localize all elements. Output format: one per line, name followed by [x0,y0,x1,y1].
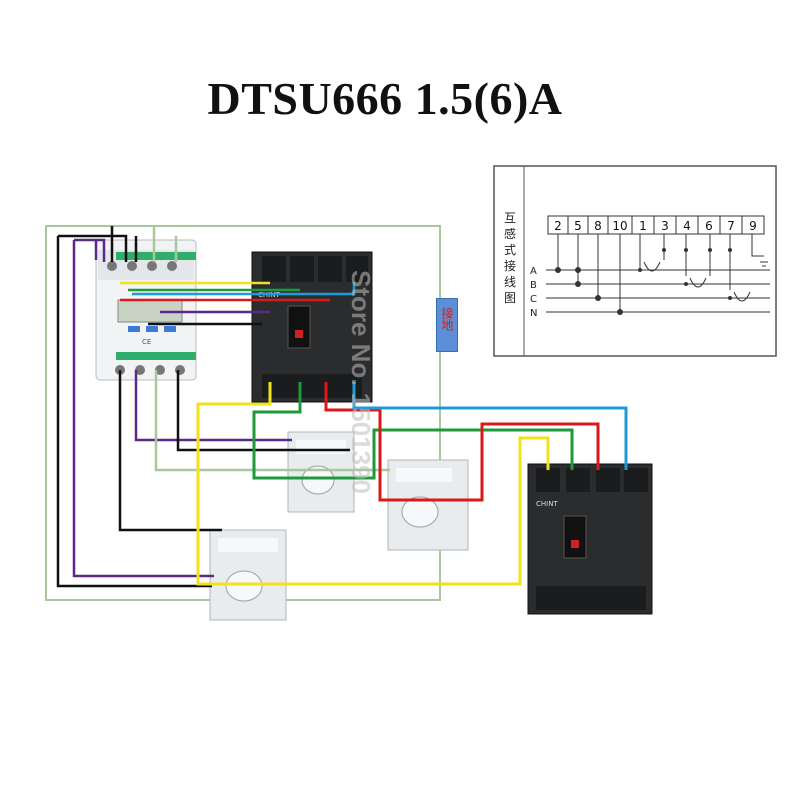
phase-label-n: N [530,308,537,319]
wire-graygreen-ct2 [154,370,390,472]
wire-black-ct2 [176,370,350,452]
phase-label-a: A [530,266,537,277]
circuit-breaker-load: CHINT [527,463,653,615]
terminal-box [741,215,765,235]
phase-label-b: B [530,280,537,291]
inset-heading-4: 接 [504,258,516,273]
wire-graygreen-top [152,226,178,262]
store-watermark: Store No. 1501390 [346,270,376,495]
terminal-number: 10 [612,219,627,233]
phase-label-c: C [530,294,537,305]
inset-heading-3: 式 [504,243,516,257]
inset-heading-1: 互 [504,211,516,225]
page-title: DTSU666 1.5(6)A [207,73,563,124]
terminal-number: 2 [554,219,562,233]
terminal-number: 6 [705,219,713,233]
ground-label: 接地 [436,298,458,352]
energy-meter: CE [95,239,197,381]
wire-black-ct1 [118,370,222,532]
wire-neutral-loop [45,225,441,601]
terminal-number: 4 [683,219,691,233]
inset-heading-6: 图 [504,291,516,305]
inset-heading-2: 感 [504,226,516,241]
wire-black-top [110,226,138,262]
circuit-breaker-main: CHINT [251,251,373,403]
wire-yellow-out [196,382,550,586]
wire-blue-out [352,382,628,470]
terminal-number: 1 [639,219,647,233]
wire-green-out [252,382,574,480]
wire-purple-ct1 [134,370,292,442]
wire-purple-a [72,238,214,578]
current-transformer-3 [209,529,287,621]
inset-heading-5: 线 [504,275,516,289]
terminal-number: 3 [661,219,669,233]
wire-red-out [324,382,600,502]
wire-blue-h [132,282,356,296]
current-transformer-1 [287,431,355,513]
terminal-number: 5 [574,219,582,233]
terminal-number: 8 [594,219,602,233]
wire-black-a [56,234,212,588]
terminal-number: 9 [749,219,757,233]
current-transformer-2 [387,459,469,551]
breaker-brand-label-2: CHINT [536,500,558,508]
meter-label: CE [142,338,151,346]
ground-label-text: 接地 [440,307,454,331]
terminal-number: 7 [727,219,735,233]
